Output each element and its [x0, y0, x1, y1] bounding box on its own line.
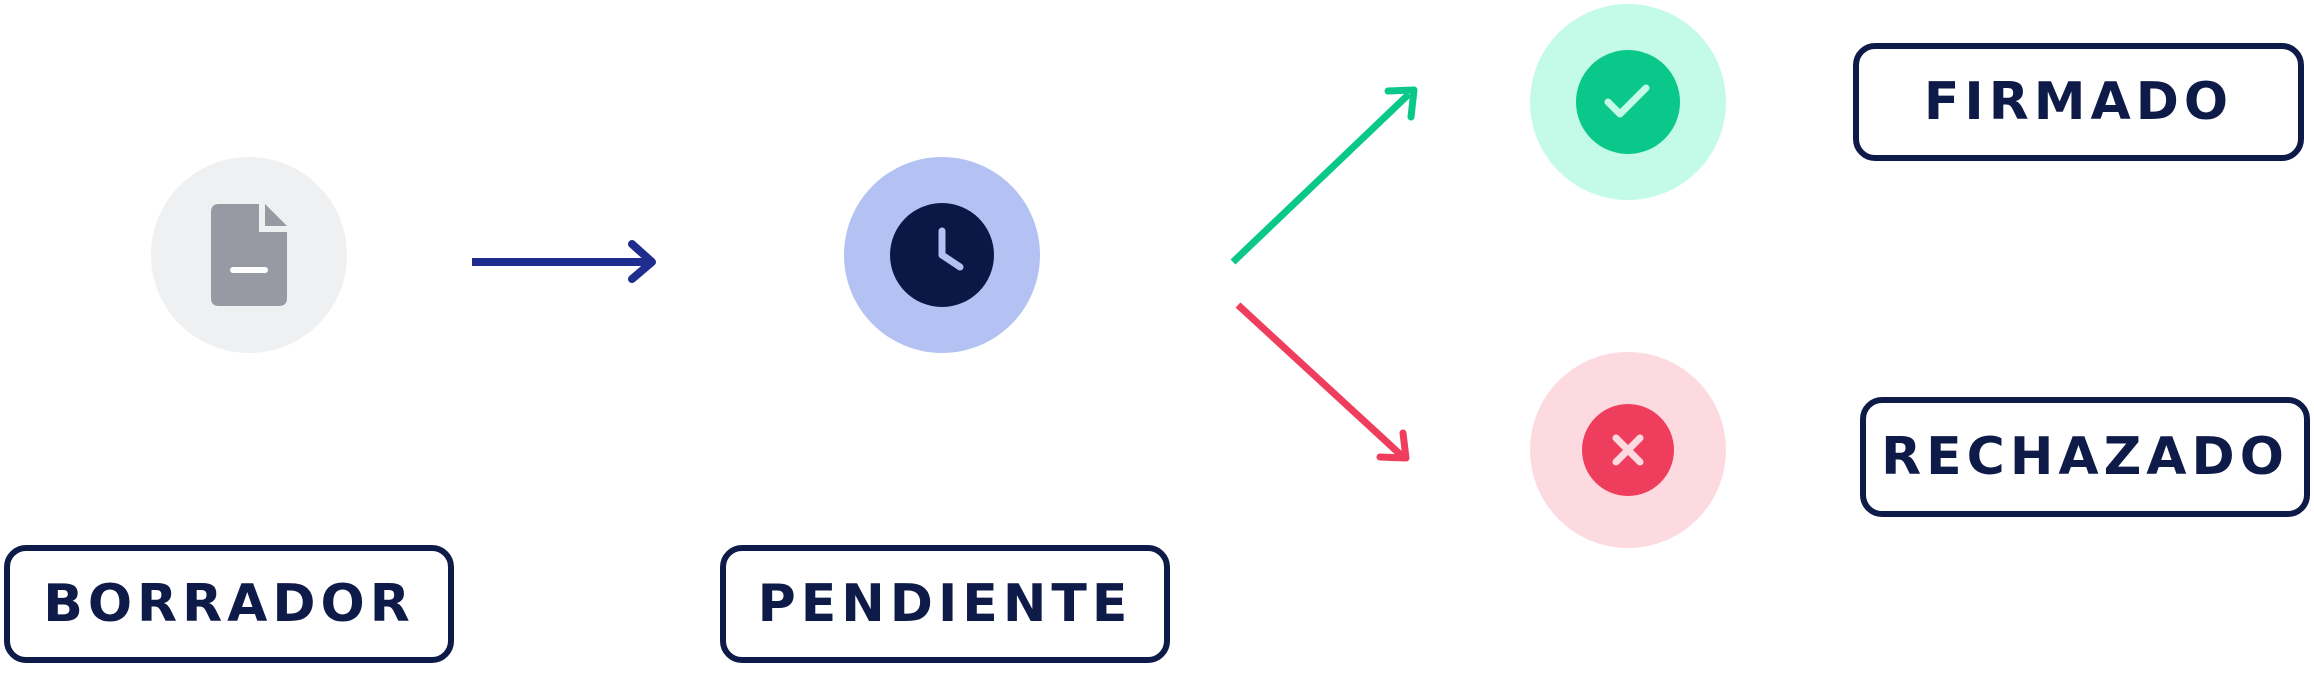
rechazado-label-text: RECHAZADO: [1881, 427, 2289, 487]
document-icon: [211, 204, 287, 306]
pendiente-node-inner: [890, 203, 994, 307]
x-icon: [1612, 434, 1644, 466]
borrador-label: BORRADOR: [4, 545, 454, 663]
borrador-label-text: BORRADOR: [43, 574, 415, 634]
firmado-node-inner: [1576, 50, 1680, 154]
arrow-borrador-to-pendiente: [472, 240, 656, 283]
rechazado-node: [1530, 352, 1726, 548]
clock-icon: [938, 227, 964, 271]
rechazado-node-inner: [1582, 404, 1674, 496]
pendiente-label: PENDIENTE: [720, 545, 1170, 663]
arrow-pendiente-to-firmado: [1230, 86, 1418, 265]
pendiente-label-text: PENDIENTE: [757, 574, 1133, 634]
firmado-label-text: FIRMADO: [1923, 72, 2234, 132]
check-icon: [1604, 84, 1650, 118]
firmado-label: FIRMADO: [1853, 43, 2304, 161]
arrow-pendiente-to-rechazado: [1235, 302, 1410, 462]
pendiente-node: [844, 157, 1040, 353]
borrador-node: [151, 157, 347, 353]
rechazado-label: RECHAZADO: [1860, 397, 2310, 517]
firmado-node: [1530, 4, 1726, 200]
